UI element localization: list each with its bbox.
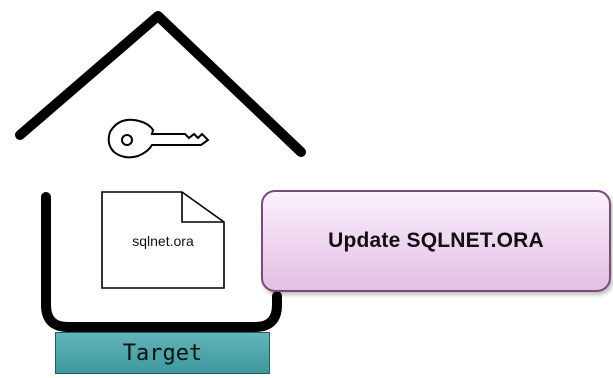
key-icon — [107, 118, 210, 159]
update-action-label: Update SQLNET.ORA — [328, 229, 544, 252]
house-walls — [41, 192, 282, 332]
update-action-callout: Update SQLNET.ORA — [261, 190, 611, 292]
target-label: Target — [122, 340, 203, 366]
file-name-label: sqlnet.ora — [132, 233, 194, 249]
target-box: Target — [55, 332, 270, 374]
document-icon — [101, 191, 225, 289]
house-roof — [15, 11, 306, 157]
